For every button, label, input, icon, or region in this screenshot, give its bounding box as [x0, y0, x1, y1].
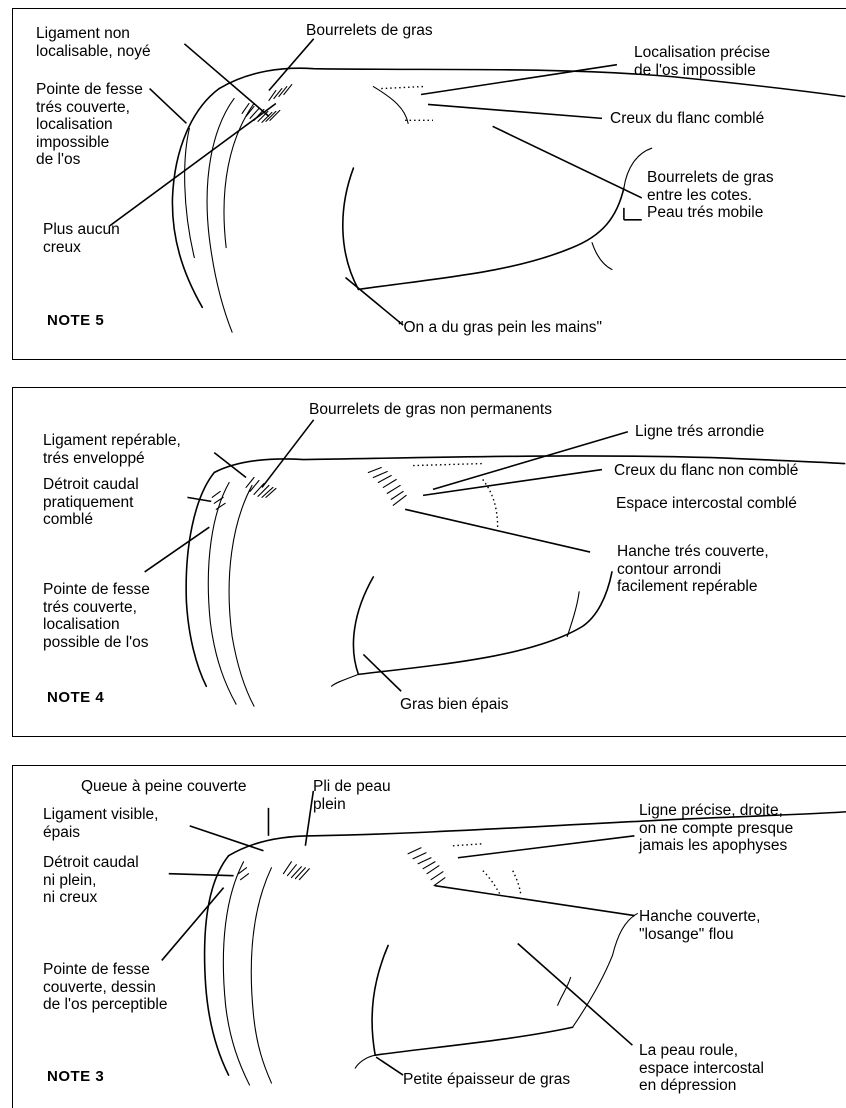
label-bourrelets: Bourrelets de gras — [306, 22, 433, 40]
label-ligament: Ligament non localisable, noyé — [36, 25, 151, 60]
label-bourrelets-cotes: Bourrelets de gras entre les cotes. Peau… — [647, 169, 774, 222]
label-hanche: Hanche trés couverte, contour arrondi fa… — [617, 543, 769, 596]
note-title: NOTE 3 — [47, 1068, 104, 1085]
label-espace: Espace intercostal comblé — [616, 495, 797, 513]
label-on-a-du-gras: "On a du gras pein les mains" — [398, 319, 602, 337]
label-queue: Queue à peine couverte — [81, 778, 246, 796]
label-creux-flanc: Creux du flanc comblé — [610, 110, 764, 128]
label-pli: Pli de peau plein — [313, 778, 391, 813]
note-title: NOTE 4 — [47, 689, 104, 706]
label-localisation: Localisation précise de l'os impossible — [634, 44, 770, 79]
label-pointe-fesse: Pointe de fesse couverte, dessin de l'os… — [43, 961, 167, 1014]
label-creux-flanc: Creux du flanc non comblé — [614, 462, 798, 480]
label-ligament: Ligament visible, épais — [43, 806, 158, 841]
label-ligne: Ligne précise, droite, on ne compte pres… — [639, 802, 793, 855]
label-pointe-fesse: Pointe de fesse trés couverte, localisat… — [36, 81, 143, 169]
label-detroit: Détroit caudal ni plein, ni creux — [43, 854, 139, 907]
label-bourrelets: Bourrelets de gras non permanents — [309, 401, 552, 419]
label-petite: Petite épaisseur de gras — [403, 1071, 570, 1089]
label-ligament: Ligament repérable, trés enveloppé — [43, 432, 181, 467]
label-pointe-fesse: Pointe de fesse trés couverte, localisat… — [43, 581, 150, 651]
label-ligne: Ligne trés arrondie — [635, 423, 764, 441]
panel-note-3: Queue à peine couverte Pli de peau plein… — [12, 765, 846, 1108]
label-gras: Gras bien épais — [400, 696, 509, 714]
label-peau: La peau roule, espace intercostal en dép… — [639, 1042, 764, 1095]
panel-note-5: Ligament non localisable, noyé Bourrelet… — [12, 8, 846, 360]
note-title: NOTE 5 — [47, 312, 104, 329]
label-detroit: Détroit caudal pratiquement comblé — [43, 476, 139, 529]
label-plus-aucun-creux: Plus aucun creux — [43, 221, 120, 256]
label-hanche: Hanche couverte, "losange" flou — [639, 908, 761, 943]
panel-note-4: Bourrelets de gras non permanents Ligame… — [12, 387, 846, 737]
